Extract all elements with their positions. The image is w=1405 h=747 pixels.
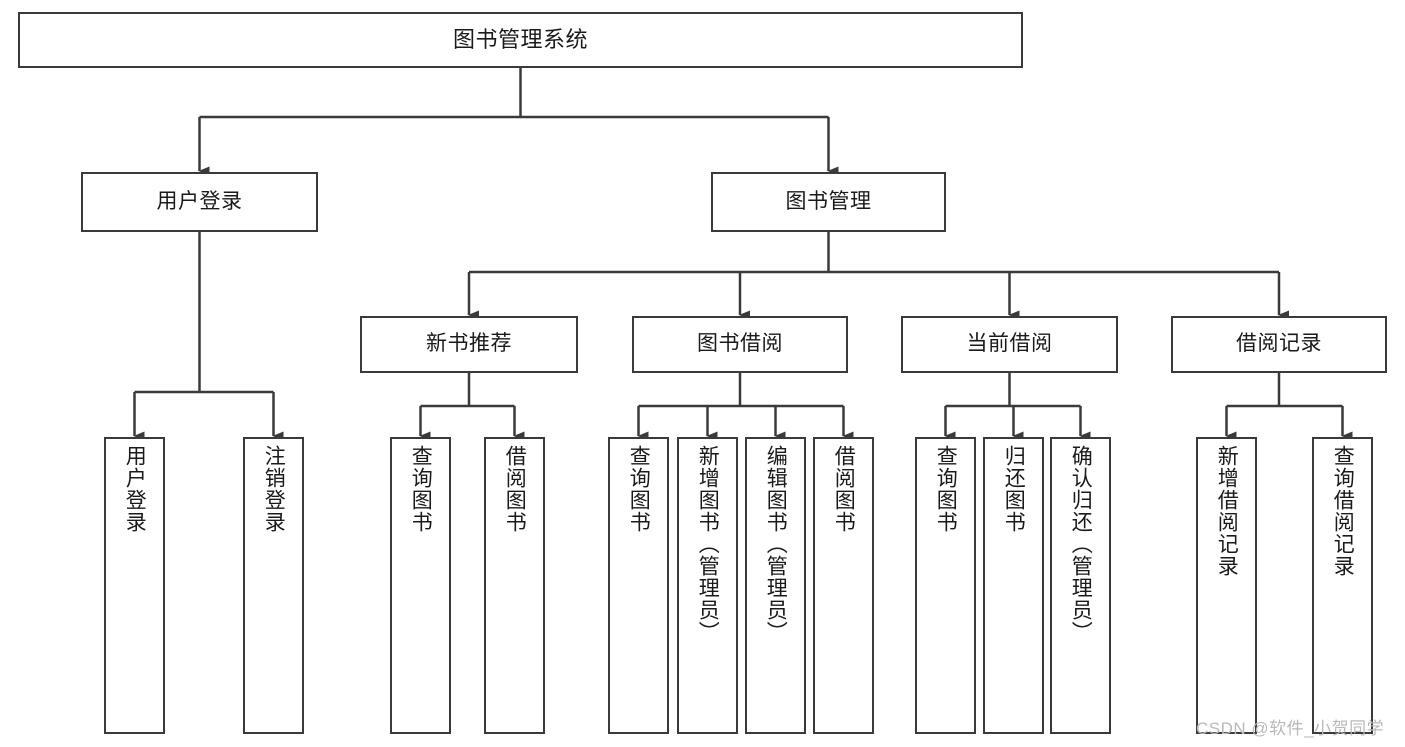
watermark-label: CSDN @软件_小贺同学 xyxy=(1196,719,1385,738)
node-label: 用户登录 xyxy=(123,445,147,533)
diagram-node-root: 图书管理系统 xyxy=(18,12,1023,68)
node-label: 借阅记录 xyxy=(1236,332,1322,356)
diagram-node-lf10: 归还图书 xyxy=(983,437,1044,734)
node-label: 新书推荐 xyxy=(426,332,512,356)
diagram-node-lf13: 查询借阅记录 xyxy=(1312,437,1373,734)
diagram-node-lf8: 借阅图书 xyxy=(813,437,874,734)
diagram-node-lf5: 查询图书 xyxy=(608,437,669,734)
diagram-node-lf3: 查询图书 xyxy=(390,437,451,734)
node-label: 借阅图书 xyxy=(503,445,527,533)
node-label: 图书管理 xyxy=(785,189,872,213)
diagram-node-l3a: 新书推荐 xyxy=(360,316,578,373)
node-label: 查询图书 xyxy=(627,445,651,533)
node-label: 确认归还（管理员） xyxy=(1069,445,1093,643)
node-label: 归还图书 xyxy=(1002,445,1026,533)
diagram-node-lf12: 新增借阅记录 xyxy=(1196,437,1257,734)
node-label: 查询图书 xyxy=(934,445,958,533)
node-label: 新增图书（管理员） xyxy=(696,445,720,643)
node-label: 编辑图书（管理员） xyxy=(764,445,788,643)
diagram-node-lf7: 编辑图书（管理员） xyxy=(745,437,806,734)
node-label: 当前借阅 xyxy=(966,332,1053,356)
diagram-node-lf2: 注销登录 xyxy=(243,437,304,734)
diagram-node-l3b: 图书借阅 xyxy=(632,316,848,373)
diagram-node-l2a: 用户登录 xyxy=(81,172,318,232)
node-label: 查询图书 xyxy=(409,445,433,533)
diagram-node-l3d: 借阅记录 xyxy=(1171,316,1387,373)
diagram-node-l3c: 当前借阅 xyxy=(901,316,1118,373)
diagram-node-lf6: 新增图书（管理员） xyxy=(677,437,738,734)
node-label: 查询借阅记录 xyxy=(1331,445,1355,577)
node-label: 注销登录 xyxy=(262,445,286,533)
diagram-node-lf1: 用户登录 xyxy=(104,437,165,734)
diagram-node-lf4: 借阅图书 xyxy=(484,437,545,734)
node-label: 图书借阅 xyxy=(697,332,783,356)
diagram-node-lf9: 查询图书 xyxy=(915,437,976,734)
node-label: 用户登录 xyxy=(156,189,243,213)
diagram-node-l2b: 图书管理 xyxy=(711,172,946,232)
diagram-node-lf11: 确认归还（管理员） xyxy=(1050,437,1111,734)
node-label: 借阅图书 xyxy=(832,445,856,533)
node-label: 新增借阅记录 xyxy=(1215,445,1239,577)
node-label: 图书管理系统 xyxy=(452,27,588,53)
